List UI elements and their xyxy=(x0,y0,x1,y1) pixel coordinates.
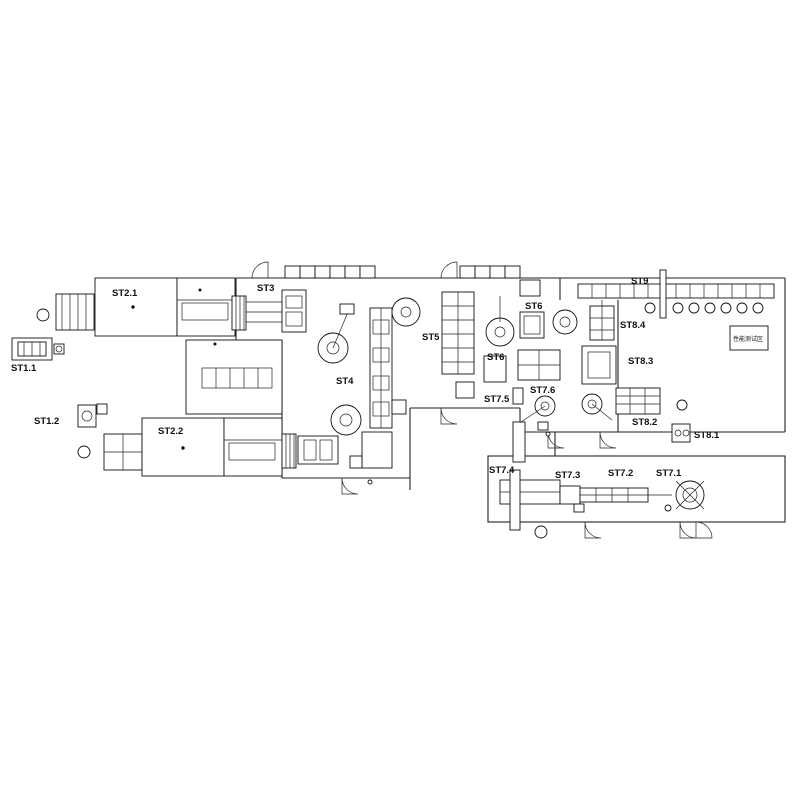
station-st1-2 xyxy=(77,403,108,459)
label-st7-4: ST7.4 xyxy=(489,465,515,476)
top-racks xyxy=(284,265,521,279)
station-st6 xyxy=(483,279,561,383)
label-st2-2: ST2.2 xyxy=(158,426,183,437)
label-test-area: 性能测试区 xyxy=(733,335,763,343)
label-st4: ST4 xyxy=(336,376,354,387)
station-st3 xyxy=(246,289,307,333)
station-st5 xyxy=(441,291,475,399)
label-st5: ST5 xyxy=(422,332,440,343)
station-st7-5-6 xyxy=(512,387,556,463)
storage-area xyxy=(185,339,283,415)
label-st7-2: ST7.2 xyxy=(608,468,633,479)
station-st4 xyxy=(317,297,421,469)
label-st8-1: ST8.1 xyxy=(694,430,720,441)
label-st7-1: ST7.1 xyxy=(656,468,682,479)
label-st6-top: ST6 xyxy=(525,301,542,312)
label-st7-3: ST7.3 xyxy=(555,470,580,481)
label-st7-5: ST7.5 xyxy=(484,394,510,405)
test-area-box xyxy=(729,325,769,351)
station-st1-1 xyxy=(11,308,65,361)
station-labels: ST1.1 ST1.2 ST2.1 ST2.2 ST3 ST4 ST5 ST6 … xyxy=(11,276,763,481)
label-st8-2: ST8.2 xyxy=(632,417,657,428)
station-st7-line xyxy=(499,469,705,531)
label-st7-6: ST7.6 xyxy=(530,385,555,396)
label-st6-bottom: ST6 xyxy=(487,352,504,363)
label-st3: ST3 xyxy=(257,283,274,294)
label-st1-2: ST1.2 xyxy=(34,416,59,427)
station-st2-1 xyxy=(55,277,247,337)
label-st8-3: ST8.3 xyxy=(628,356,653,367)
label-st2-1: ST2.1 xyxy=(112,288,138,299)
misc-symbols xyxy=(367,431,551,539)
label-st9: ST9 xyxy=(631,276,648,287)
station-st2-2 xyxy=(103,417,339,477)
label-st8-4: ST8.4 xyxy=(620,320,646,331)
station-st8 xyxy=(552,300,691,443)
label-st1-1: ST1.1 xyxy=(11,363,37,374)
station-st9 xyxy=(577,269,775,351)
